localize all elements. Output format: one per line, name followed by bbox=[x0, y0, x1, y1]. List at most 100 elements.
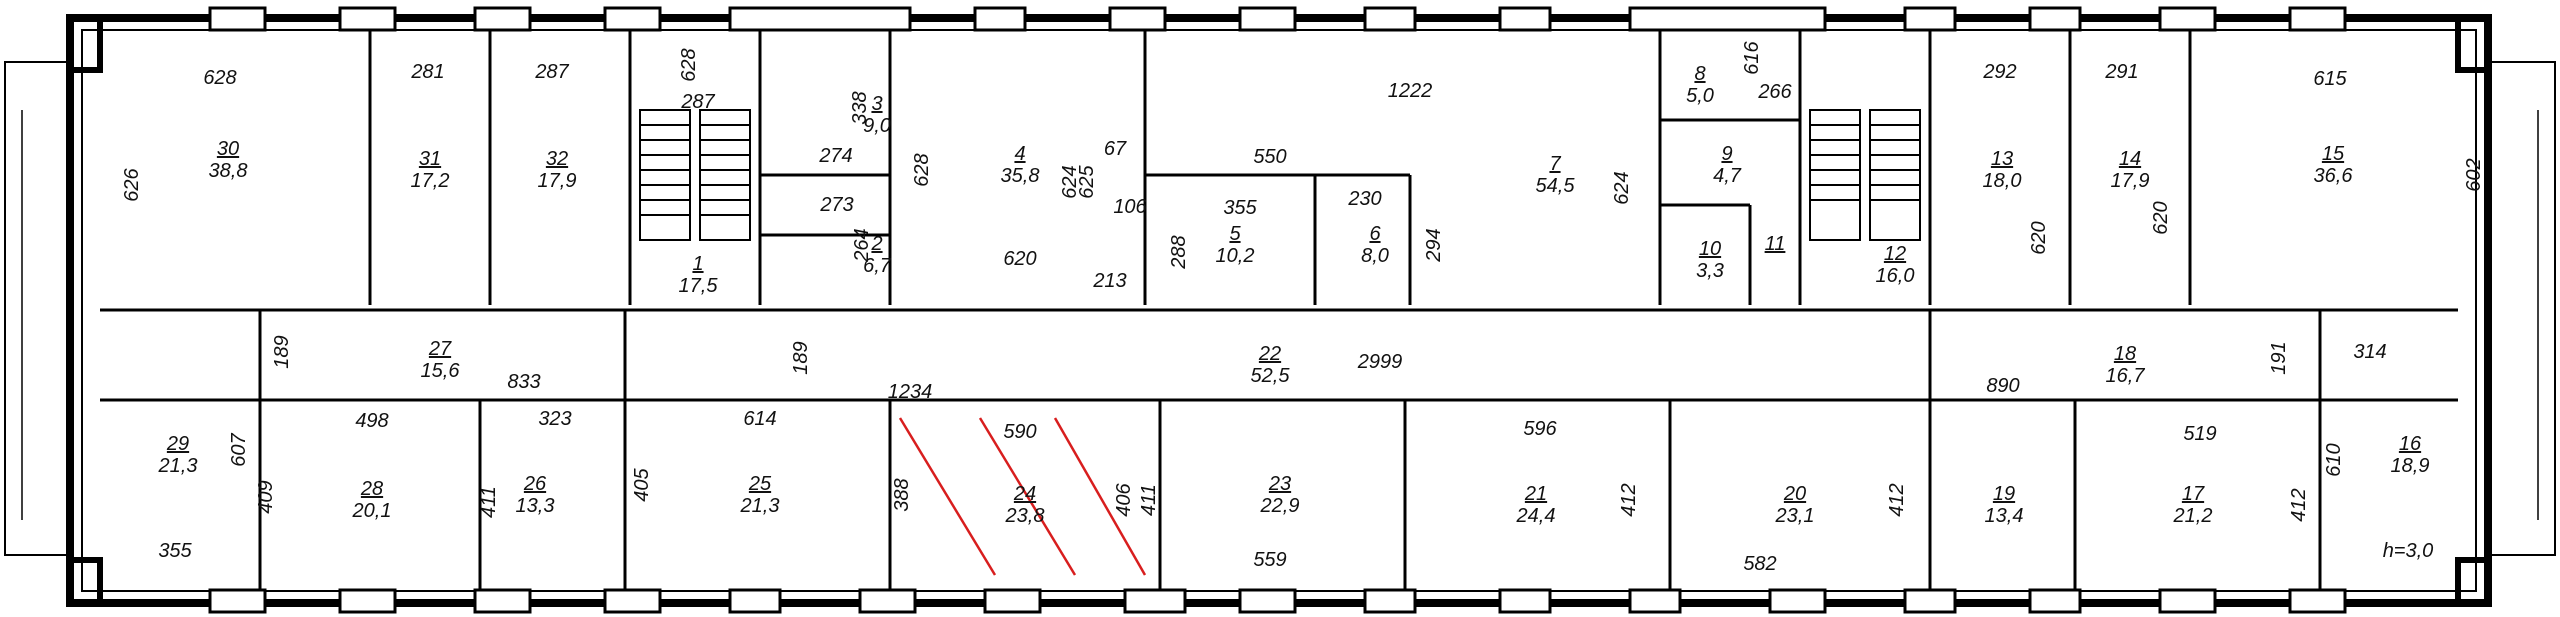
dimension-label: h=3,0 bbox=[2383, 540, 2434, 562]
room-area: 24,4 bbox=[1516, 505, 1556, 527]
room-area: 21,2 bbox=[2173, 505, 2213, 527]
room-area: 23,1 bbox=[1775, 505, 1815, 527]
dimension-label: 281 bbox=[410, 61, 444, 83]
dimension-label: 273 bbox=[819, 194, 853, 216]
dimension-label: 610 bbox=[2323, 443, 2345, 476]
dimension-label: 615 bbox=[2313, 68, 2347, 90]
room-number: 28 bbox=[360, 478, 383, 500]
room-number: 11 bbox=[1765, 233, 1786, 255]
room-number: 21 bbox=[1524, 483, 1547, 505]
room-area: 17,5 bbox=[679, 275, 719, 297]
room-number: 14 bbox=[2119, 148, 2141, 170]
dimension-label: 287 bbox=[680, 91, 715, 113]
dimension-label: 294 bbox=[1423, 228, 1445, 262]
room-area: 10,2 bbox=[1216, 245, 1255, 267]
dimension-label: 388 bbox=[891, 478, 913, 511]
room-number: 18 bbox=[2114, 343, 2136, 365]
room-area: 15,6 bbox=[421, 360, 461, 382]
room-area: 20,1 bbox=[352, 500, 392, 522]
dimension-label: 314 bbox=[2353, 341, 2386, 363]
room-area: 9,0 bbox=[863, 115, 891, 137]
room-area: 5,0 bbox=[1686, 85, 1714, 107]
room-area: 17,9 bbox=[2111, 170, 2150, 192]
room-area: 17,2 bbox=[411, 170, 450, 192]
dimension-label: 602 bbox=[2463, 158, 2485, 191]
dimension-label: 411 bbox=[478, 486, 500, 518]
room-number: 25 bbox=[748, 473, 772, 495]
room-area: 16,0 bbox=[1876, 265, 1915, 287]
dimension-label: 596 bbox=[1523, 418, 1557, 440]
room-area: 22,9 bbox=[1260, 495, 1300, 517]
red-hatch bbox=[898, 417, 1147, 576]
interior-walls bbox=[100, 30, 2458, 590]
room-number: 20 bbox=[1783, 483, 1806, 505]
dimension-label: 230 bbox=[1347, 188, 1381, 210]
dimension-label: 1222 bbox=[1388, 80, 1433, 102]
room-number: 8 bbox=[1694, 63, 1705, 85]
room-number: 5 bbox=[1229, 223, 1241, 245]
room-area: 35,8 bbox=[1001, 165, 1040, 187]
dimension-label: 291 bbox=[2104, 61, 2138, 83]
room-number: 1 bbox=[692, 253, 703, 275]
dimension-label: 498 bbox=[355, 410, 388, 432]
dimension-label: 405 bbox=[631, 467, 653, 501]
dimension-label: 191 bbox=[2268, 341, 2290, 374]
dimension-label: 628 bbox=[911, 153, 933, 186]
dimension-label: 406 bbox=[1113, 482, 1135, 516]
room-number: 6 bbox=[1369, 223, 1381, 245]
room-number: 30 bbox=[217, 138, 239, 160]
room-area: 36,6 bbox=[2314, 165, 2354, 187]
window-openings bbox=[208, 6, 2347, 614]
room-area: 6,7 bbox=[863, 255, 892, 277]
room-number: 26 bbox=[523, 473, 547, 495]
room-number: 22 bbox=[1258, 343, 1281, 365]
room-number: 17 bbox=[2182, 483, 2205, 505]
dimension-label: 625 bbox=[1076, 164, 1098, 198]
dimension-label: 833 bbox=[507, 371, 540, 393]
dimension-label: 626 bbox=[121, 167, 143, 201]
dimension-label: 412 bbox=[1618, 483, 1640, 516]
room-area: 18,9 bbox=[2391, 455, 2430, 477]
room-area: 21,3 bbox=[158, 455, 198, 477]
dimension-label: 67 bbox=[1104, 138, 1127, 160]
dimension-label: 287 bbox=[534, 61, 569, 83]
dimension-label: 2999 bbox=[1357, 351, 1403, 373]
dimension-label: 1234 bbox=[888, 381, 933, 403]
room-area: 16,7 bbox=[2106, 365, 2146, 387]
dimension-label: 409 bbox=[255, 480, 277, 513]
dimension-label: 607 bbox=[228, 432, 250, 466]
dimension-label: 624 bbox=[1611, 171, 1633, 204]
dimension-label: 559 bbox=[1253, 549, 1286, 571]
dimension-label: 590 bbox=[1003, 421, 1036, 443]
room-number: 23 bbox=[1268, 473, 1291, 495]
dimension-label: 890 bbox=[1986, 375, 2019, 397]
room-number: 29 bbox=[166, 433, 189, 455]
dimension-label: 614 bbox=[743, 408, 776, 430]
room-area: 52,5 bbox=[1251, 365, 1291, 387]
dimension-label: 292 bbox=[1982, 61, 2016, 83]
room-area: 3,3 bbox=[1696, 260, 1724, 282]
dimension-label: 519 bbox=[2183, 423, 2216, 445]
room-number: 32 bbox=[546, 148, 568, 170]
dimension-label: 355 bbox=[158, 540, 192, 562]
dimension-label: 550 bbox=[1253, 146, 1286, 168]
dimension-label: 213 bbox=[1092, 270, 1126, 292]
room-number: 10 bbox=[1699, 238, 1721, 260]
dimension-label: 620 bbox=[1003, 248, 1036, 270]
room-number: 31 bbox=[419, 148, 441, 170]
dimension-label: 628 bbox=[203, 67, 236, 89]
stairs bbox=[639, 109, 1921, 241]
room-area: 13,4 bbox=[1985, 505, 2024, 527]
room-number: 2 bbox=[870, 233, 882, 255]
room-number: 16 bbox=[2399, 433, 2422, 455]
room-area: 4,7 bbox=[1713, 165, 1742, 187]
dimension-label: 624 bbox=[1059, 165, 1081, 198]
dimension-label: 323 bbox=[538, 408, 571, 430]
room-area: 17,9 bbox=[538, 170, 577, 192]
dimension-label: 266 bbox=[1757, 81, 1792, 103]
room-number: 9 bbox=[1721, 143, 1732, 165]
dimension-label: 616 bbox=[1741, 40, 1763, 74]
dimension-label: 412 bbox=[2288, 488, 2310, 521]
